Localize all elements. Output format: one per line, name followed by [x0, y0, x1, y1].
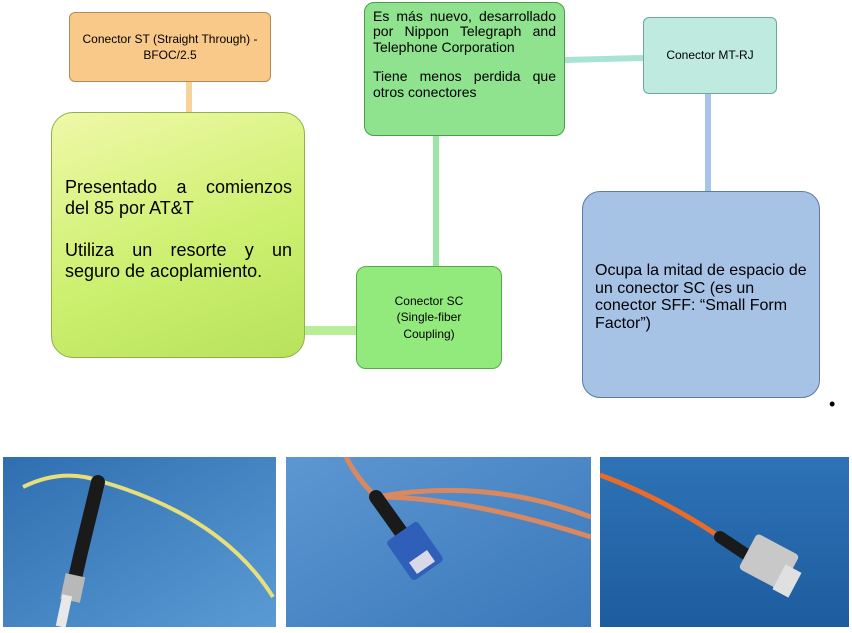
mtrj-description-text: Ocupa la mitad de espacio de un conector…: [595, 262, 807, 332]
mtrj-connector-photo: [600, 457, 849, 627]
connector-st-to-description: [186, 82, 192, 113]
sc-description-paragraph-1: Es más nuevo, desarrollado por Nippon Te…: [373, 8, 556, 55]
sc-connector-photo: [286, 457, 591, 627]
mtrj-description-node: Ocupa la mitad de espacio de un conector…: [582, 191, 820, 398]
st-connector-node: Conector ST (Straight Through) - BFOC/2.…: [69, 12, 271, 82]
connector-mtrj-to-description: [705, 94, 711, 192]
sc-connector-node: Conector SC (Single-fiber Coupling): [356, 266, 502, 369]
mtrj-connector-label: Conector MT-RJ: [666, 48, 754, 63]
connector-st-description-to-sc: [304, 326, 357, 335]
sc-description-node: Es más nuevo, desarrollado por Nippon Te…: [364, 2, 565, 136]
mtrj-connector-node: Conector MT-RJ: [643, 17, 777, 94]
sc-description-paragraph-2: Tiene menos perdida que otros conectores: [373, 68, 556, 100]
st-description-node: Presentado a comienzos del 85 por AT&T U…: [51, 112, 305, 358]
st-description-paragraph-1: Presentado a comienzos del 85 por AT&T: [65, 177, 292, 218]
sc-connector-label: Conector SC (Single-fiber Coupling): [394, 294, 464, 341]
st-connector-photo: [3, 457, 276, 627]
bullet-point: •: [829, 394, 836, 414]
st-description-paragraph-2: Utiliza un resorte y un seguro de acopla…: [65, 240, 292, 282]
connector-sc-to-description: [433, 136, 439, 267]
st-connector-label: Conector ST (Straight Through) - BFOC/2.…: [82, 31, 258, 62]
connector-sc-description-to-mtrj: [564, 54, 645, 64]
